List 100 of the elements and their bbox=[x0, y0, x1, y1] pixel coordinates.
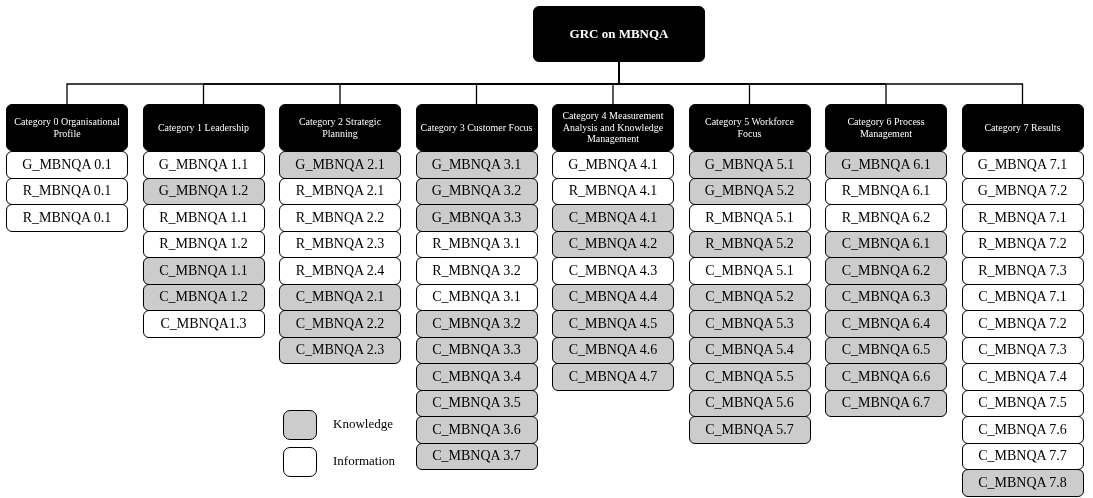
item-label: C_MBNQA 3.4 bbox=[432, 368, 521, 385]
item-box bbox=[415, 310, 538, 338]
item-box bbox=[279, 310, 401, 338]
item-box bbox=[415, 389, 538, 417]
item-box bbox=[142, 310, 265, 338]
item-label: C_MBNQA 4.1 bbox=[568, 209, 658, 226]
item-box bbox=[688, 389, 811, 417]
item-box bbox=[961, 257, 1084, 285]
box-label: Category 6 Process Management bbox=[846, 116, 926, 139]
item-label: C_MBNQA 1.1 bbox=[159, 262, 248, 279]
item-box bbox=[6, 151, 128, 179]
item-label: R_MBNQA 2.4 bbox=[295, 262, 385, 279]
item-box bbox=[552, 310, 674, 338]
item-label: R_MBNQA 6.1 bbox=[841, 183, 931, 200]
item-label: R_MBNQA 3.1 bbox=[432, 236, 521, 253]
item-box bbox=[688, 310, 811, 338]
item-box bbox=[552, 177, 674, 205]
item-box bbox=[825, 310, 947, 338]
item-box bbox=[415, 283, 538, 311]
category-box bbox=[688, 104, 811, 151]
item-box bbox=[961, 230, 1084, 258]
item-box bbox=[688, 336, 811, 364]
category-box bbox=[6, 104, 128, 151]
box-label: Category 1 Leadership bbox=[157, 121, 250, 134]
item-label: G_MBNQA 5.2 bbox=[704, 183, 795, 200]
item-box bbox=[415, 363, 538, 391]
item-box bbox=[688, 204, 811, 232]
item-label: G_MBNQA 1.2 bbox=[158, 183, 249, 200]
item-label: C_MBNQA 7.5 bbox=[978, 395, 1067, 412]
item-box bbox=[961, 204, 1084, 232]
item-box bbox=[552, 230, 674, 258]
category-box bbox=[825, 104, 947, 151]
item-label: R_MBNQA 7.1 bbox=[978, 209, 1067, 226]
item-box bbox=[825, 257, 947, 285]
item-box bbox=[552, 336, 674, 364]
item-label: R_MBNQA 4.1 bbox=[568, 183, 658, 200]
item-label: C_MBNQA1.3 bbox=[160, 315, 247, 332]
item-label: R_MBNQA 7.2 bbox=[978, 236, 1067, 253]
item-label: C_MBNQA 6.7 bbox=[841, 395, 931, 412]
item-label: R_MBNQA 2.2 bbox=[295, 209, 385, 226]
item-box bbox=[552, 363, 674, 391]
item-label: G_MBNQA 3.3 bbox=[431, 209, 522, 226]
item-label: R_MBNQA 2.1 bbox=[295, 183, 385, 200]
item-label: C_MBNQA 4.6 bbox=[568, 342, 658, 359]
category-box bbox=[552, 104, 674, 151]
item-label: C_MBNQA 3.5 bbox=[432, 395, 521, 412]
item-box bbox=[825, 389, 947, 417]
item-label: G_MBNQA 3.2 bbox=[431, 183, 522, 200]
item-label: C_MBNQA 3.1 bbox=[432, 289, 521, 306]
item-label: C_MBNQA 5.1 bbox=[705, 262, 794, 279]
item-box bbox=[279, 151, 401, 179]
item-label: R_MBNQA 5.2 bbox=[705, 236, 794, 253]
item-box bbox=[961, 177, 1084, 205]
item-label: C_MBNQA 6.6 bbox=[841, 368, 931, 385]
item-box bbox=[142, 177, 265, 205]
item-label: C_MBNQA 2.3 bbox=[295, 342, 385, 359]
item-label: C_MBNQA 4.2 bbox=[568, 236, 658, 253]
item-label: R_MBNQA 3.2 bbox=[432, 262, 521, 279]
item-label: C_MBNQA 5.4 bbox=[705, 342, 794, 359]
item-box bbox=[142, 204, 265, 232]
item-label: R_MBNQA 2.3 bbox=[295, 236, 385, 253]
root-box bbox=[533, 6, 705, 62]
item-box bbox=[415, 416, 538, 444]
item-label: R_MBNQA 6.2 bbox=[841, 209, 931, 226]
item-box bbox=[961, 336, 1084, 364]
item-box bbox=[415, 336, 538, 364]
item-label: C_MBNQA 6.4 bbox=[841, 315, 931, 332]
item-box bbox=[825, 204, 947, 232]
item-box bbox=[961, 283, 1084, 311]
item-box bbox=[415, 177, 538, 205]
item-box bbox=[825, 230, 947, 258]
box-label: Category 2 Strategic Planning bbox=[297, 116, 383, 139]
item-box bbox=[688, 363, 811, 391]
item-label: G_MBNQA 6.1 bbox=[841, 156, 931, 173]
item-box bbox=[688, 257, 811, 285]
item-box bbox=[961, 389, 1084, 417]
box-label: Category 0 Organisational Profile bbox=[13, 116, 121, 139]
item-label: R_MBNQA 0.1 bbox=[22, 183, 112, 200]
item-label: C_MBNQA 6.2 bbox=[841, 262, 931, 279]
item-label: C_MBNQA 6.5 bbox=[841, 342, 931, 359]
item-label: C_MBNQA 3.3 bbox=[432, 342, 521, 359]
item-label: G_MBNQA 0.1 bbox=[22, 156, 112, 173]
item-box bbox=[552, 151, 674, 179]
item-box bbox=[142, 283, 265, 311]
item-label: G_MBNQA 7.2 bbox=[977, 183, 1068, 200]
item-box bbox=[279, 336, 401, 364]
category-box bbox=[142, 104, 265, 151]
category-box bbox=[279, 104, 401, 151]
item-box bbox=[415, 442, 538, 470]
item-label: C_MBNQA 7.3 bbox=[978, 342, 1067, 359]
item-label: G_MBNQA 3.1 bbox=[431, 156, 522, 173]
item-box bbox=[961, 310, 1084, 338]
item-box bbox=[961, 469, 1084, 497]
item-box bbox=[415, 151, 538, 179]
item-label: G_MBNQA 1.1 bbox=[158, 156, 249, 173]
item-box bbox=[688, 151, 811, 179]
item-box bbox=[825, 336, 947, 364]
item-box bbox=[825, 283, 947, 311]
item-box bbox=[961, 151, 1084, 179]
item-box bbox=[279, 283, 401, 311]
